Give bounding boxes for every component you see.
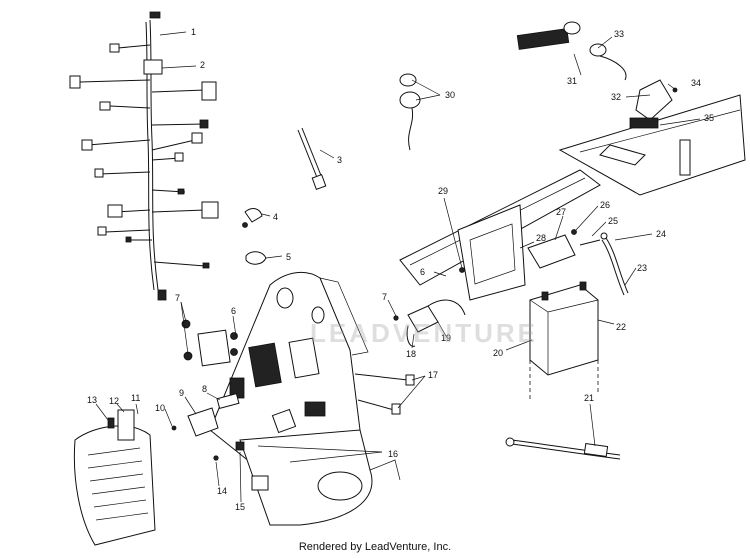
callout-15: 15 — [235, 502, 245, 512]
callout-35: 35 — [704, 113, 714, 123]
battery-strap — [571, 229, 629, 296]
callout-14: 14 — [217, 486, 227, 496]
callout-2: 2 — [200, 60, 205, 70]
callout-16: 16 — [388, 449, 398, 459]
callout-4: 4 — [273, 212, 278, 222]
callout-24: 24 — [656, 229, 666, 239]
callout-32: 32 — [611, 92, 621, 102]
callout-labels: 1 2 3 4 5 6 7 7 8 9 10 11 12 13 14 15 16… — [87, 27, 714, 512]
bolt — [297, 127, 327, 190]
handlebar-switch — [399, 21, 678, 151]
callout-13: 13 — [87, 395, 97, 405]
lower-frame — [239, 429, 401, 526]
callout-28: 28 — [536, 233, 546, 243]
battery-box — [457, 204, 526, 301]
callout-6b: 6 — [420, 267, 425, 277]
callout-1: 1 — [191, 27, 196, 37]
callout-18: 18 — [406, 349, 416, 359]
callout-7: 7 — [175, 293, 180, 303]
callout-21: 21 — [584, 393, 594, 403]
callout-7b: 7 — [382, 292, 387, 302]
callout-31: 31 — [567, 76, 577, 86]
voltage-regulator — [181, 319, 238, 367]
footer-credit: Rendered by LeadVenture, Inc. — [298, 541, 452, 553]
callout-19: 19 — [441, 333, 451, 343]
connector — [242, 208, 263, 228]
clips — [213, 441, 245, 461]
mounting-plate — [209, 271, 369, 471]
callout-22: 22 — [616, 322, 626, 332]
callout-34: 34 — [691, 78, 701, 88]
fasteners — [171, 373, 415, 437]
callout-26: 26 — [600, 200, 610, 210]
battery-cable — [505, 437, 621, 460]
callout-20: 20 — [493, 348, 503, 358]
watermark: LEADVENTURE — [310, 318, 539, 348]
callout-12: 12 — [109, 396, 119, 406]
callout-30: 30 — [445, 90, 455, 100]
callout-25: 25 — [608, 216, 618, 226]
callout-11: 11 — [131, 393, 140, 403]
callout-17: 17 — [428, 370, 438, 380]
callout-9: 9 — [179, 388, 184, 398]
leader-lines — [95, 31, 701, 503]
callout-5: 5 — [286, 252, 291, 262]
battery — [527, 234, 599, 400]
callout-23: 23 — [637, 263, 647, 273]
callout-10: 10 — [155, 403, 165, 413]
callout-33: 33 — [614, 29, 624, 39]
callout-27: 27 — [556, 207, 566, 217]
callout-8: 8 — [202, 384, 207, 394]
grille-guard — [73, 409, 156, 546]
wiring-harness — [69, 11, 219, 301]
callout-6: 6 — [231, 306, 236, 316]
callout-3: 3 — [337, 155, 342, 165]
callout-29: 29 — [438, 186, 448, 196]
clamp — [245, 251, 267, 265]
frame-rails — [399, 94, 746, 286]
